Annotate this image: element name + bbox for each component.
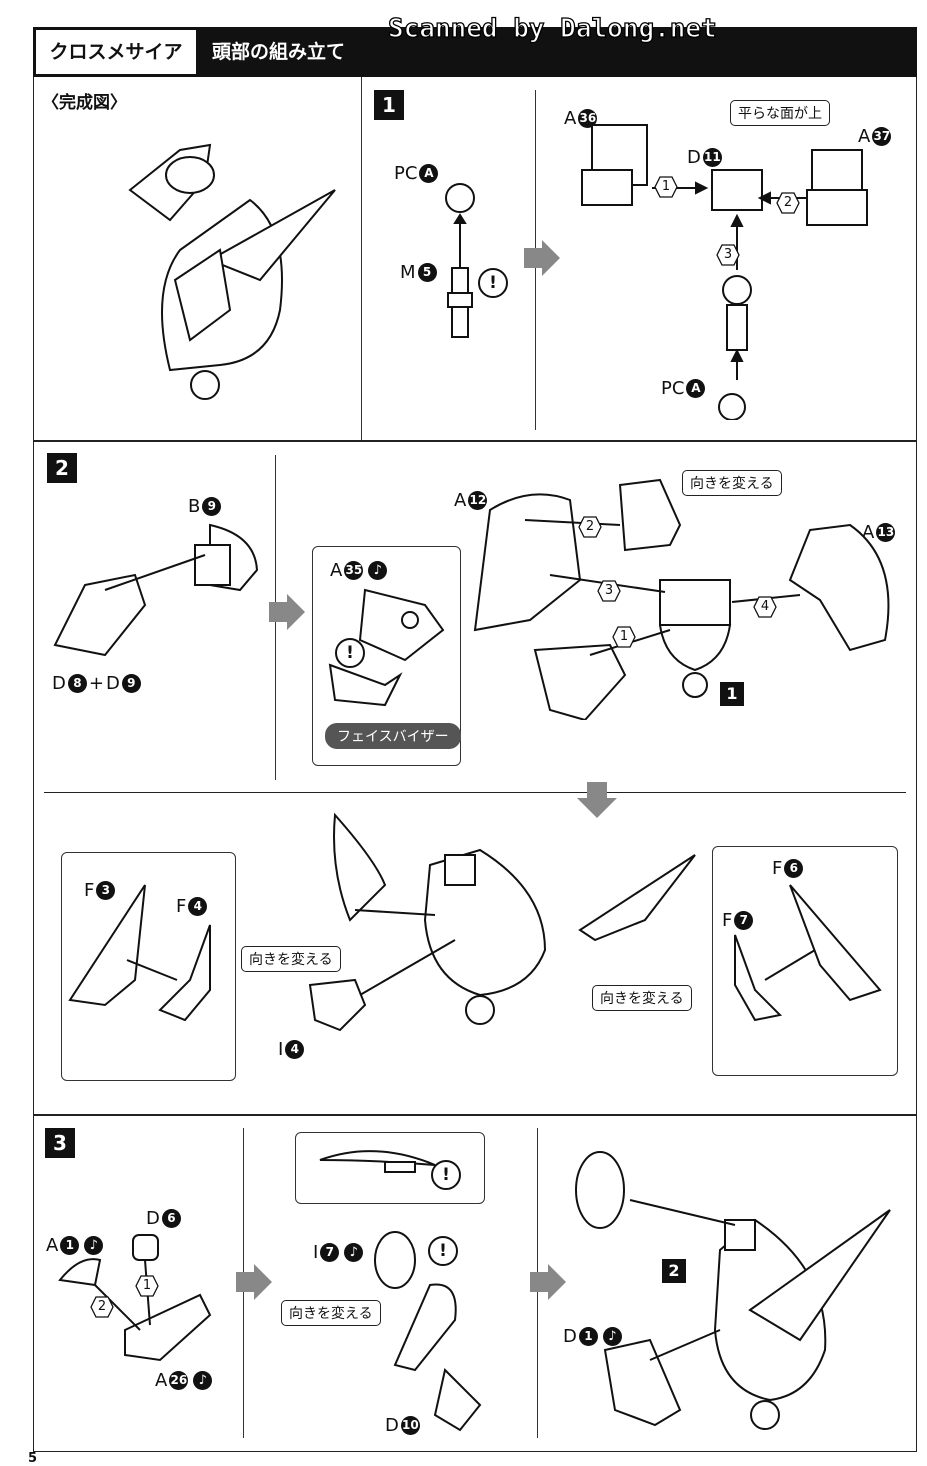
step3-crest-illustration — [58, 1234, 212, 1362]
face-visor-illustration — [328, 588, 445, 707]
scan-watermark: Scanned by Dalong.net — [387, 13, 717, 44]
order-marker: 3 — [597, 580, 621, 602]
step3-final-head-illustration — [575, 1151, 891, 1430]
ear-fin-left-illustration — [68, 884, 211, 1022]
gate-cut-icon: ♪ — [602, 1327, 622, 1346]
step-2-badge: 2 — [47, 453, 77, 483]
ear-fin-right-part-illustration — [734, 884, 882, 1022]
ref-step-2-badge: 2 — [662, 1259, 686, 1283]
face-visor-subpanel — [312, 546, 461, 766]
arrow-right-icon — [236, 1264, 272, 1300]
order-marker: 1 — [135, 1275, 159, 1297]
ref-step-1-badge: 1 — [720, 682, 744, 706]
order-marker: 2 — [90, 1296, 114, 1318]
gate-cut-icon: ♪ — [193, 1371, 213, 1390]
warning-icon: ! — [428, 1236, 458, 1266]
callout-change-direction: 向きを変える — [281, 1300, 381, 1326]
warning-icon: ! — [335, 638, 365, 668]
warning-icon: ! — [478, 268, 508, 298]
section-title: 頭部の組み立て — [212, 41, 346, 63]
order-marker: 2 — [578, 516, 602, 538]
order-marker: 1 — [612, 626, 636, 648]
crest-detail-illustration — [319, 1150, 436, 1173]
order-marker: 4 — [753, 596, 777, 618]
arrow-right-icon — [524, 240, 560, 276]
completed-label: 〈完成図〉 — [42, 93, 127, 113]
callout-change-direction: 向きを変える — [592, 985, 692, 1011]
step2-head-assembly-illustration — [473, 478, 890, 720]
order-marker: 1 — [654, 176, 678, 198]
step-1-badge: 1 — [374, 90, 404, 120]
warning-icon: ! — [431, 1160, 461, 1190]
face-visor-label: フェイスバイザー — [325, 723, 461, 749]
callout-change-direction: 向きを変える — [241, 946, 341, 972]
ear-fin-left-subpanel — [61, 852, 236, 1081]
divider-step2-sub — [44, 792, 906, 793]
step1-polycap-illustration — [445, 183, 475, 338]
callout-change-direction: 向きを変える — [682, 470, 782, 496]
series-title: クロスメサイア — [36, 30, 196, 74]
divider-v1 — [361, 77, 363, 440]
ear-fin-right-subpanel — [712, 846, 898, 1076]
step-3-badge: 3 — [45, 1128, 75, 1158]
completed-head-illustration — [128, 143, 336, 400]
ear-fin-right-illustration — [578, 854, 696, 942]
order-marker: 2 — [776, 192, 800, 214]
gate-cut-icon: ♪ — [368, 561, 388, 580]
order-marker: 3 — [716, 244, 740, 266]
arrow-down-icon — [577, 782, 617, 818]
gate-cut-icon: ♪ — [84, 1236, 104, 1255]
callout-flat-face-up: 平らな面が上 — [730, 100, 830, 126]
arrow-right-icon — [530, 1264, 566, 1300]
arrow-right-icon — [269, 594, 305, 630]
crest-detail-subpanel — [295, 1132, 485, 1204]
gate-cut-icon: ♪ — [344, 1243, 364, 1262]
page-number: 5 — [28, 1451, 38, 1466]
step3-crown-illustration — [374, 1231, 482, 1432]
step1-neck-assembly-illustration — [581, 124, 868, 420]
divider-step2 — [33, 1114, 917, 1116]
divider-step1 — [33, 440, 917, 442]
step2-ear-assembly-illustration — [308, 812, 547, 1032]
step2-jaw-illustration — [53, 523, 259, 657]
